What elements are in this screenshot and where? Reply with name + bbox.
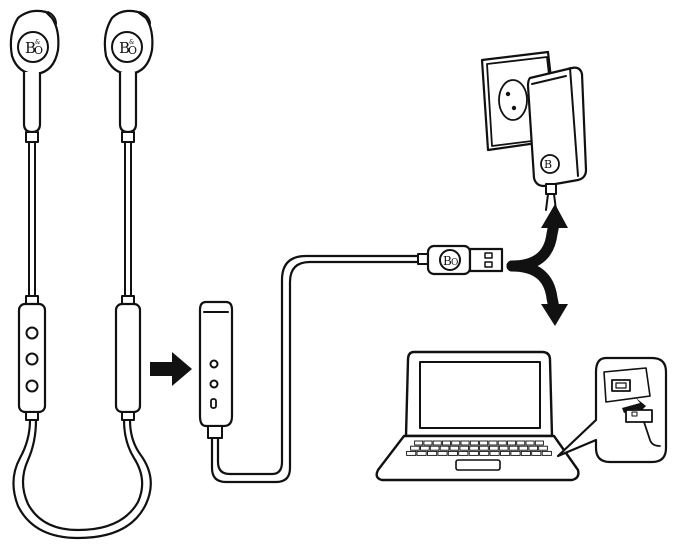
keyboard-key <box>432 440 442 446</box>
keyboard-key <box>479 450 490 456</box>
keyboard-key <box>488 440 498 446</box>
keyboard-key <box>528 445 539 451</box>
cradle-contact-top-icon <box>209 359 219 369</box>
battery-module-right <box>114 295 142 421</box>
keyboard-key <box>531 450 542 456</box>
volume-down-button-icon <box>25 379 39 393</box>
earbud-right: B & O <box>103 9 154 143</box>
keyboard-key <box>468 450 479 456</box>
keyboard-key <box>410 445 420 451</box>
keyboard-key <box>508 445 519 451</box>
play-pause-button-icon <box>25 352 39 366</box>
keyboard-key <box>497 440 507 446</box>
cradle-contact-bottom-icon <box>209 379 219 389</box>
keyboard-key <box>469 440 479 446</box>
keyboard-key <box>518 445 529 451</box>
earbud-left-logo-amp: & <box>35 39 41 46</box>
earbud-left-logo-o: O <box>34 44 43 57</box>
keyboard-key <box>507 440 517 446</box>
keyboard-key <box>520 450 531 456</box>
keyboard-key <box>449 445 460 451</box>
usb-cable <box>210 254 420 484</box>
keyboard-key <box>541 450 552 456</box>
keyboard-key <box>416 450 427 456</box>
earphone-cables <box>28 141 132 297</box>
keyboard-key <box>427 450 438 456</box>
keyboard-key <box>510 450 521 456</box>
usb-plug-small-icon <box>625 409 653 423</box>
keyboard-key <box>489 445 499 451</box>
keyboard-key <box>516 440 526 446</box>
earbud-right-logo-o: O <box>128 44 137 57</box>
charging-cradle <box>198 300 234 439</box>
keyboard-key <box>451 440 461 446</box>
keyboard-key <box>414 440 424 446</box>
keyboard-key <box>447 450 458 456</box>
keyboard-key <box>479 445 489 451</box>
keyboard-key <box>460 440 470 446</box>
earbud-right-logo-b: B <box>119 39 130 57</box>
earbud-left: B & O <box>9 9 60 143</box>
keyboard-key <box>479 440 489 446</box>
remote-control-left <box>17 295 47 421</box>
keyboard-key <box>437 450 448 456</box>
keyboard-key <box>458 450 469 456</box>
laptop-screen <box>419 361 541 429</box>
branch-arrow-up-down-icon <box>506 204 568 326</box>
keyboard-key <box>406 450 417 456</box>
laptop-trackpad <box>455 459 501 471</box>
earbud-right-logo-badge <box>111 31 143 63</box>
earbud-left-logo-badge <box>17 31 49 63</box>
keyboard-key <box>423 440 433 446</box>
keyboard-key <box>420 445 430 451</box>
keyboard-key <box>442 440 452 446</box>
laptop <box>375 350 580 482</box>
keyboard-key <box>500 450 511 456</box>
cradle-led-icon <box>210 398 217 409</box>
keyboard-key <box>498 445 509 451</box>
keyboard-key <box>429 445 440 451</box>
keyboard-key <box>525 440 535 446</box>
insert-arrow-icon <box>150 352 192 386</box>
usb-connector-icon <box>468 247 504 273</box>
keyboard-key <box>489 450 500 456</box>
laptop-keyboard <box>406 440 552 456</box>
charger-logo-badge <box>540 154 560 174</box>
keyboard-key <box>459 445 470 451</box>
volume-up-button-icon <box>25 326 39 340</box>
wall-charger: B <box>480 50 588 211</box>
usb-logo-o: O <box>451 258 458 268</box>
keyboard-key <box>538 445 548 451</box>
usb-port-callout <box>556 356 668 464</box>
earbud-right-logo-amp: & <box>129 39 135 46</box>
keyboard-key <box>469 445 479 451</box>
earbud-left-logo-b: B <box>25 39 36 57</box>
keyboard-key <box>439 445 450 451</box>
usb-logo-b: B <box>443 254 452 268</box>
usb-logo-badge <box>439 249 461 271</box>
charger-logo-b: B <box>544 158 552 171</box>
usb-plug: B O <box>417 244 504 276</box>
keyboard-key <box>534 440 544 446</box>
neck-loop-cable <box>12 418 152 540</box>
